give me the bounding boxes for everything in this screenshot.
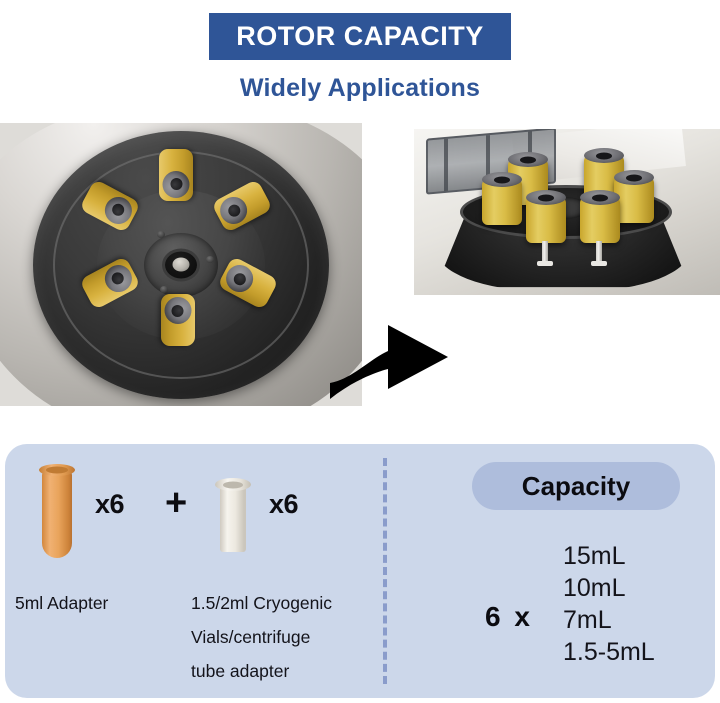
adapter-foot [591, 261, 607, 267]
hub-screw-icon [160, 286, 168, 294]
cryogenic-adapter-illustration [215, 476, 251, 554]
adapter-bore [162, 171, 190, 199]
rotor-tube-adapter [526, 190, 566, 244]
header: ROTOR CAPACITY Widely Applications [0, 0, 720, 103]
page-subtitle: Widely Applications [239, 74, 481, 103]
adapter-bore [508, 152, 548, 168]
cryogenic-adapter-quantity: x6 [269, 489, 299, 519]
rotor-tube-adapter [580, 190, 620, 244]
rotor-angled-view-photo [414, 129, 720, 296]
orange-adapter-illustration [39, 460, 75, 558]
cryogenic-adapter-caption: 1.5/2ml Cryogenic Vials/centrifuge tube … [191, 593, 333, 681]
page-title: ROTOR CAPACITY [209, 13, 511, 61]
capacity-value: 10mL [563, 574, 626, 602]
specs-panel: x6 + x6 5ml Adapter 1.5/2ml Cryogenic Vi… [5, 444, 715, 698]
rotor-tube-adapter [482, 172, 522, 226]
adapter-body [42, 470, 72, 558]
rotor-center-nut [165, 251, 197, 279]
adapter-bore [580, 190, 620, 206]
adapter-foot [537, 261, 553, 267]
pointer-arrow-icon [330, 313, 450, 400]
capacity-value: 15mL [563, 542, 626, 570]
adapter-rim [39, 464, 75, 476]
hub-screw-icon [157, 231, 165, 239]
adapter-bore [164, 297, 192, 325]
capacity-value: 7mL [563, 606, 612, 634]
rotor-top-view-photo [0, 123, 362, 407]
orange-adapter-quantity: x6 [95, 489, 125, 519]
adapters-row: x6 + x6 [23, 454, 373, 564]
capacity-badge: Capacity [472, 462, 680, 510]
adapter-body [220, 484, 246, 552]
adapter-stem [596, 241, 602, 264]
adapter-bore [614, 170, 654, 186]
capacity-value-list: 15mL 10mL 7mL 1.5-5mL [563, 540, 655, 668]
rotor-tube-adapter [614, 170, 654, 224]
capacity-multiplier: 6 x [485, 601, 533, 632]
adapter-rim [215, 478, 251, 491]
adapter-bore [526, 190, 566, 206]
capacity-value: 1.5-5mL [563, 638, 655, 666]
adapter-stem [542, 241, 548, 264]
orange-adapter-caption: 5ml Adapter [15, 593, 109, 613]
hub-screw-icon [206, 256, 214, 264]
rotor-tube-adapter [161, 294, 195, 347]
panel-divider [383, 458, 387, 684]
adapter-bore [482, 172, 522, 188]
adapter-bore [584, 148, 624, 164]
lid-bar [444, 139, 448, 192]
rotor-tube-adapter [159, 149, 193, 202]
product-photo-area [0, 115, 720, 415]
plus-sign: + [165, 482, 188, 524]
